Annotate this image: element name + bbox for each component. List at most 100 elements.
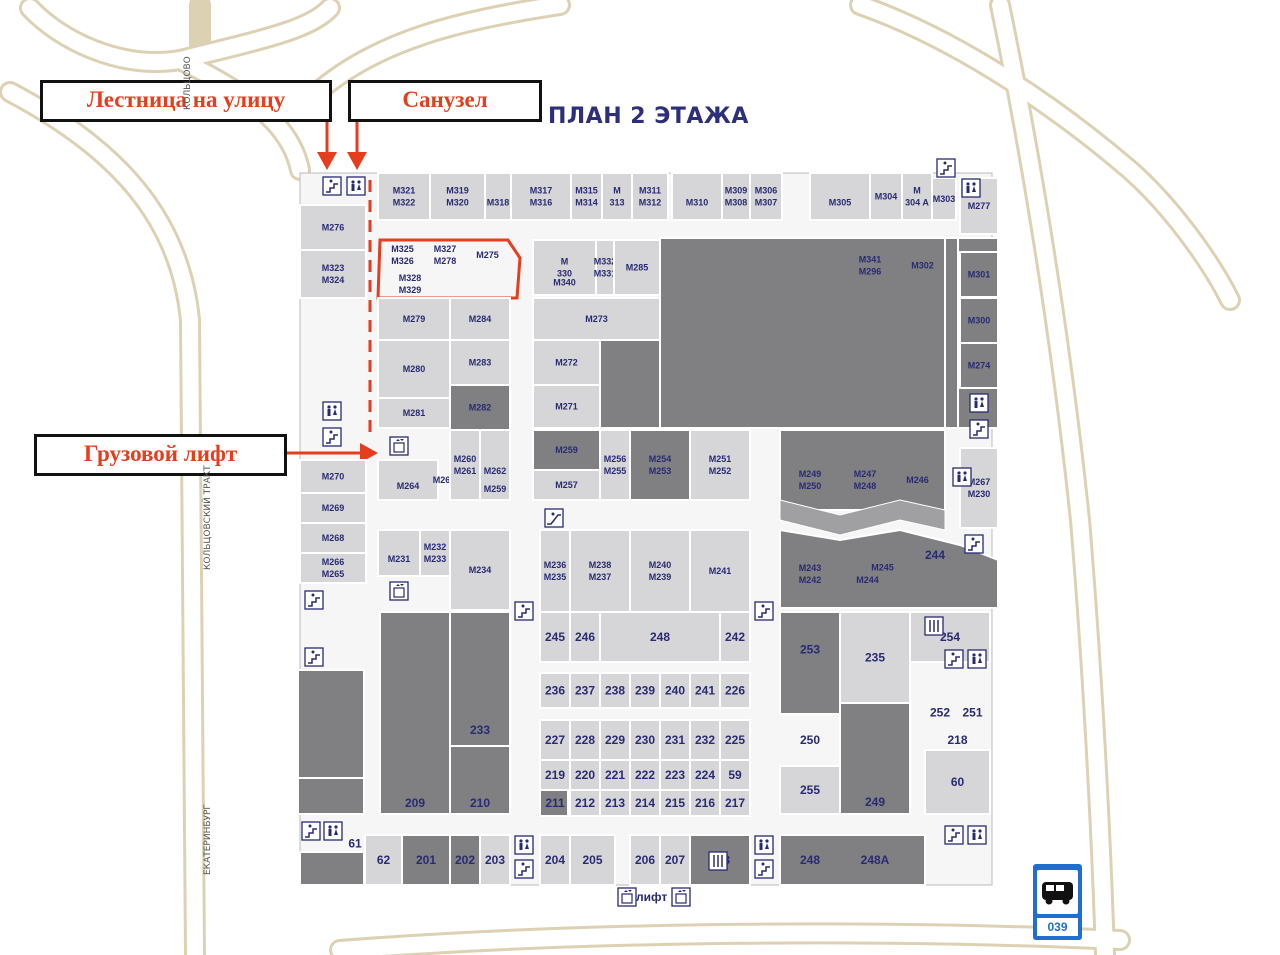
shop-unit: M275 bbox=[476, 250, 499, 260]
shop-unit-shape bbox=[377, 459, 439, 501]
shop-unit-shape bbox=[299, 552, 367, 584]
shop-unit-label: M319 bbox=[446, 186, 469, 196]
shop-unit-label: 251 bbox=[962, 706, 982, 720]
shop-unit-label: M262 bbox=[484, 466, 507, 476]
stairs-icon bbox=[322, 427, 342, 447]
shop-unit-label: M296 bbox=[859, 267, 882, 277]
shop-unit-label: 219 bbox=[545, 768, 565, 782]
shop-unit: 228 bbox=[569, 719, 601, 761]
shop-unit-label: M309 bbox=[725, 186, 748, 196]
lift-icon bbox=[671, 887, 691, 907]
shop-unit-shape bbox=[364, 834, 403, 886]
shop-unit: 252 bbox=[930, 706, 950, 720]
shop-unit: 205 bbox=[569, 834, 616, 886]
lift-caption: лифт bbox=[636, 890, 668, 904]
shop-unit: 251 bbox=[962, 706, 982, 720]
shop-unit-shape bbox=[532, 339, 601, 386]
shop-unit: M276 bbox=[299, 204, 367, 251]
shop-unit-label: M257 bbox=[555, 480, 578, 490]
shop-unit: 240 bbox=[659, 672, 691, 709]
shop-unit: M302 bbox=[911, 261, 934, 271]
shop-unit: 231 bbox=[659, 719, 691, 761]
shop-unit-shape bbox=[539, 611, 571, 663]
shop-unit-label: 62 bbox=[377, 853, 391, 867]
shop-unit-label: M bbox=[561, 257, 569, 267]
stairs-icon bbox=[944, 825, 964, 845]
shop-unit-label: M321 bbox=[393, 186, 416, 196]
shop-unit: 241 bbox=[689, 672, 721, 709]
shop-unit-shape bbox=[659, 672, 691, 709]
shop-unit: M318 bbox=[484, 172, 512, 221]
shop-unit-label: M300 bbox=[968, 316, 991, 326]
shop-unit: M273 bbox=[532, 297, 661, 341]
shop-unit: 207 bbox=[659, 834, 691, 886]
shop-unit: 204 bbox=[539, 834, 571, 886]
shop-unit-label: M237 bbox=[589, 572, 612, 582]
shop-unit-label: M318 bbox=[487, 198, 510, 208]
shop-unit-label: M248 bbox=[854, 481, 877, 491]
shop-unit-label: M282 bbox=[469, 403, 492, 413]
callout-stairs: Лестница на улицу bbox=[40, 80, 332, 122]
shop-unit-label: 226 bbox=[725, 684, 745, 698]
stairs-icon bbox=[304, 590, 324, 610]
road-label-koltsovsky-trakt: КОЛЬЦОВСКИЙ ТРАКТ bbox=[203, 465, 213, 570]
shop-unit: M246 bbox=[906, 475, 929, 485]
shop-unit-label: M306 bbox=[755, 186, 778, 196]
shop-unit-label: M260 bbox=[454, 454, 477, 464]
toilet-icon bbox=[754, 835, 774, 855]
shop-unit: M283 bbox=[449, 339, 511, 386]
shop-unit-label: 230 bbox=[635, 733, 655, 747]
freight-lift-icon bbox=[389, 436, 409, 456]
shop-unit-shape bbox=[719, 611, 751, 663]
shop-unit-label: M250 bbox=[799, 481, 822, 491]
shop-unit: 237 bbox=[569, 672, 601, 709]
shop-unit-shape bbox=[510, 172, 572, 221]
stairs-icon bbox=[304, 647, 324, 667]
shop-unit-label: 207 bbox=[665, 853, 685, 867]
shop-unit-shape bbox=[749, 172, 783, 221]
shop-unit-label: M284 bbox=[469, 314, 492, 324]
shop-unit-shape bbox=[532, 384, 601, 429]
shop-unit-label: 250 bbox=[800, 733, 820, 747]
shop-unit-label: M281 bbox=[403, 408, 426, 418]
shop-unit: 248 bbox=[800, 853, 820, 867]
shop-unit-label: M239 bbox=[649, 572, 672, 582]
shop-unit-label: M272 bbox=[555, 358, 578, 368]
highlighted-block bbox=[376, 238, 522, 300]
shop-unit-label: 211 bbox=[545, 796, 565, 810]
shop-unit-label: M244 bbox=[856, 575, 879, 585]
shop-unit-shape bbox=[689, 529, 751, 613]
shop-unit-label: M249 bbox=[799, 469, 822, 479]
shop-unit-label: M305 bbox=[829, 198, 852, 208]
shop-unit-shape bbox=[629, 429, 691, 501]
shop-unit: 209 bbox=[405, 796, 425, 810]
shop-unit-label: 224 bbox=[695, 768, 715, 782]
shop-unit-label: 212 bbox=[575, 796, 595, 810]
shop-unit: M264 bbox=[377, 459, 439, 501]
shop-unit-shape bbox=[449, 529, 511, 611]
shop-unit-label: M311 bbox=[639, 186, 661, 196]
shop-unit: M270 bbox=[299, 459, 367, 494]
shop-unit-label: 59 bbox=[728, 768, 742, 782]
shop-unit: M259 bbox=[532, 429, 601, 471]
shop-unit: 202 bbox=[455, 853, 475, 867]
shop-unit: 206 bbox=[629, 834, 661, 886]
shop-unit: 219 bbox=[539, 759, 571, 791]
shop-unit-label: M304 bbox=[875, 192, 898, 202]
shop-unit: 248A bbox=[861, 853, 890, 867]
shop-unit-shape bbox=[959, 297, 999, 344]
shop-unit-label: M242 bbox=[799, 575, 822, 585]
shop-unit: M281 bbox=[377, 397, 451, 429]
shop-unit: 215 bbox=[659, 789, 691, 817]
shop-unit-label: 214 bbox=[635, 796, 655, 810]
shop-unit-shape bbox=[779, 765, 841, 815]
shop-unit-shape bbox=[449, 429, 481, 501]
shop-unit: M304 bbox=[869, 172, 903, 221]
shop-unit: 221 bbox=[599, 759, 631, 791]
shop-unit-label: 225 bbox=[725, 733, 745, 747]
shop-unit: M285 bbox=[613, 239, 661, 296]
